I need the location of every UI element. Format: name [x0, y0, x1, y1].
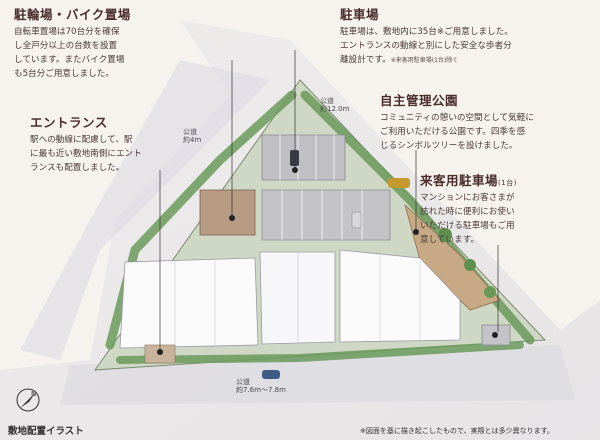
building-block-east	[339, 249, 461, 343]
car-icon	[351, 211, 362, 229]
car-icon	[262, 370, 280, 379]
parking-lot-center	[261, 189, 391, 241]
callout-title: 駐車場	[340, 7, 380, 22]
callout-guest-parking: 来客用駐車場(1台) マンションにお客さまが 訪れた時に便利にお使い いただける…	[420, 170, 590, 247]
road-south-area	[60, 345, 575, 405]
callout-park: 自主管理公園 コミュニティの憩いの空間として気軽に ご利用いただける公園です。四…	[380, 90, 590, 153]
callout-body: 駅への動線に配慮して、駅 に最も近い敷地南側にエント ランスも配置しました。	[30, 135, 142, 173]
callout-body: マンションにお客さまが 訪れた時に便利にお使い いただける駐車場もご用 意してい…	[420, 193, 515, 245]
callout-bike-parking: 駐輪場・バイク置場 自転車置場は70台分を確保 し全戸分以上の台数を設置 してい…	[14, 4, 184, 81]
marker-parking	[292, 167, 298, 173]
hedge-west	[105, 90, 297, 350]
callout-parking: 駐車場 駐車場は、敷地内に35台※ご用意しました。 エントランスの動線と別にした…	[340, 4, 580, 68]
disclaimer-note: ※図面を基に描き起こしたもので、実際とは多少異なります。	[360, 427, 554, 435]
hedge-south	[116, 341, 524, 364]
car-icon	[290, 150, 299, 166]
bike-parking-structure	[199, 189, 256, 236]
figure-caption: 敷地配置イラスト	[8, 426, 84, 437]
road-label-south: 公道 約7.6m～7.8m	[236, 378, 286, 394]
road-label-north: 公道 約12.0m	[320, 97, 350, 113]
parking-lot-north	[261, 134, 346, 181]
callout-body: 自転車置場は70台分を確保 し全戸分以上の台数を設置 しています。またバイク置場…	[14, 27, 125, 79]
park-area	[404, 203, 501, 311]
callout-entrance: エントランス 駅への動線に配慮して、駅 に最も近い敷地南側にエント ランスも配置…	[30, 112, 190, 175]
road-label-west: 公道 約4m	[183, 128, 202, 144]
building-block-center	[259, 251, 336, 345]
road-west-area	[20, 60, 270, 360]
callout-title: 駐輪場・バイク置場	[14, 7, 131, 22]
callout-body: 駐車場は、敷地内に35台※ご用意しました。 エントランスの動線と別にした安全な歩…	[340, 27, 513, 65]
building-block-west	[119, 257, 259, 349]
marker-park	[413, 229, 419, 235]
marker-guest	[492, 332, 498, 338]
marker-bike	[229, 215, 235, 221]
callout-title: 自主管理公園	[380, 93, 459, 108]
callout-body: コミュニティの憩いの空間として気軽に ご利用いただける公園です。四季を感 じるシ…	[380, 113, 534, 151]
car-icon	[388, 178, 410, 188]
north-arrow-icon: N	[16, 388, 40, 412]
parking-note: ※来客用駐車場(1台)除く	[390, 57, 459, 64]
svg-text:N: N	[31, 390, 36, 398]
marker-entrance	[157, 349, 163, 355]
callout-title: エントランス	[30, 115, 108, 130]
callout-title: 来客用駐車場(1台)	[420, 173, 517, 188]
